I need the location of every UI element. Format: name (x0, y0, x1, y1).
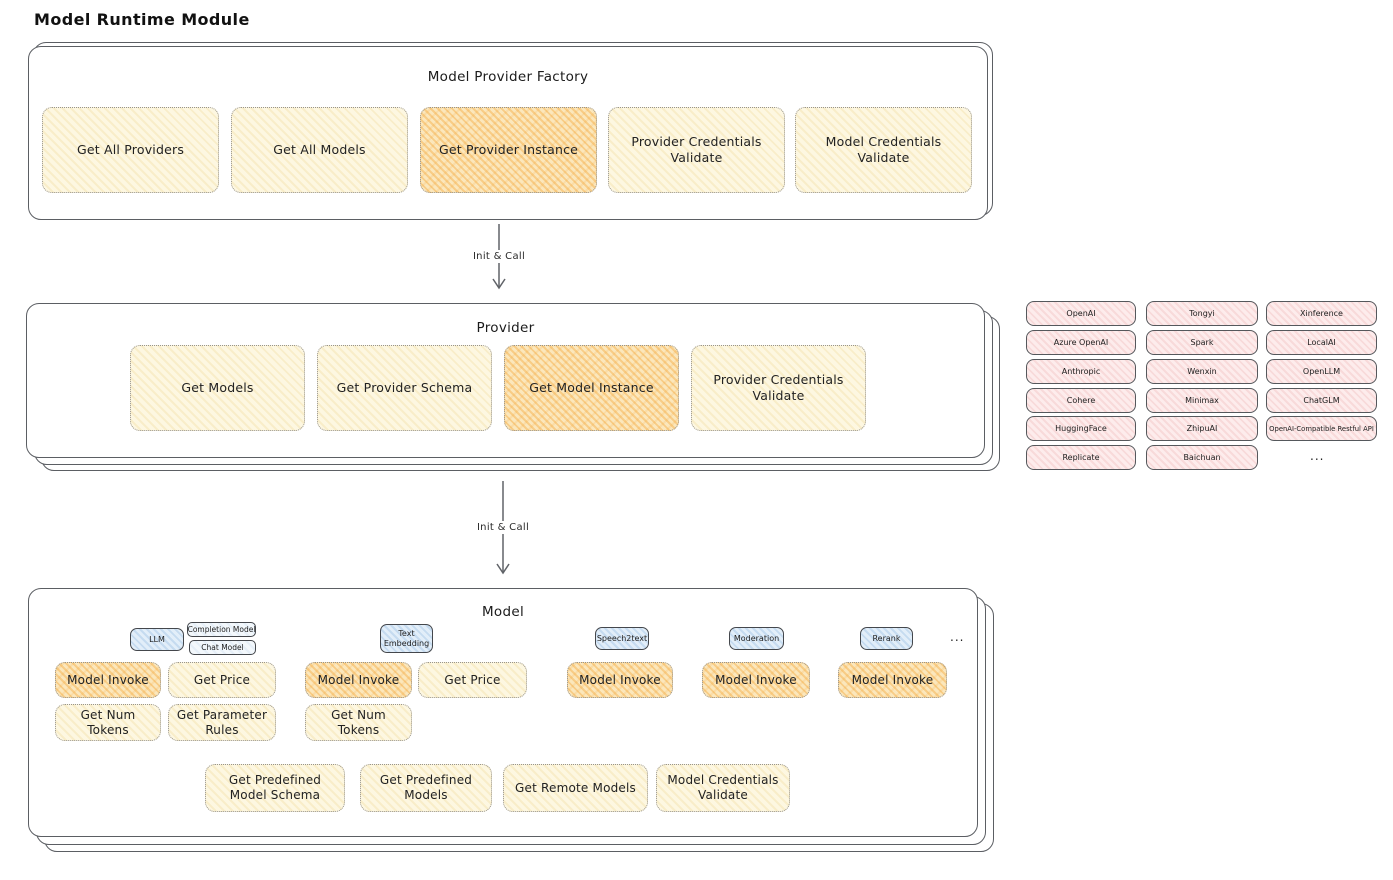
node-speech2text-model-invoke: Model Invoke (567, 662, 673, 698)
provider-chip: HuggingFace (1026, 416, 1136, 441)
provider-chip: Minimax (1146, 388, 1258, 413)
provider-title: Provider (476, 320, 535, 336)
arrow-label-init-call-1: Init & Call (468, 250, 530, 263)
provider-chip: Replicate (1026, 445, 1136, 470)
arrow-label-init-call-2: Init & Call (472, 521, 534, 534)
node-moderation-model-invoke: Model Invoke (702, 662, 810, 698)
node-llm-get-num-tokens: Get Num Tokens (55, 704, 161, 741)
factory-title: Model Provider Factory (427, 69, 589, 85)
node-llm-get-price: Get Price (168, 662, 276, 698)
tab-completion-model: Completion Model (187, 622, 256, 637)
provider-chip: OpenAI (1026, 301, 1136, 326)
provider-chip: Azure OpenAI (1026, 330, 1136, 355)
node-get-provider-instance: Get Provider Instance (420, 107, 597, 193)
provider-list-ellipsis: ... (1310, 449, 1325, 463)
node-get-remote-models: Get Remote Models (503, 764, 648, 812)
node-embedding-get-num-tokens: Get Num Tokens (305, 704, 412, 741)
page-title: Model Runtime Module (34, 10, 250, 29)
node-get-predefined-model-schema: Get Predefined Model Schema (205, 764, 345, 812)
node-embedding-model-invoke: Model Invoke (305, 662, 412, 698)
tab-speech2text: Speech2text (595, 627, 649, 650)
node-get-models: Get Models (130, 345, 305, 431)
provider-chip: ZhipuAI (1146, 416, 1258, 441)
tab-moderation: Moderation (729, 627, 784, 650)
node-provider-credentials-validate: Provider Credentials Validate (608, 107, 785, 193)
node-get-all-models: Get All Models (231, 107, 408, 193)
provider-chip: Baichuan (1146, 445, 1258, 470)
tab-rerank: Rerank (860, 627, 913, 650)
provider-chip: OpenLLM (1266, 359, 1377, 384)
node-model-credentials-validate-2: Model Credentials Validate (656, 764, 790, 812)
provider-chip: Anthropic (1026, 359, 1136, 384)
provider-chip: LocalAI (1266, 330, 1377, 355)
node-model-credentials-validate: Model Credentials Validate (795, 107, 972, 193)
node-llm-get-parameter-rules: Get Parameter Rules (168, 704, 276, 741)
provider-chip: Xinference (1266, 301, 1377, 326)
node-get-predefined-models: Get Predefined Models (360, 764, 492, 812)
provider-chip: Cohere (1026, 388, 1136, 413)
provider-chip: Wenxin (1146, 359, 1258, 384)
model-title: Model (481, 604, 525, 620)
tab-llm: LLM (130, 628, 184, 651)
node-get-provider-schema: Get Provider Schema (317, 345, 492, 431)
node-get-all-providers: Get All Providers (42, 107, 219, 193)
provider-chip: Tongyi (1146, 301, 1258, 326)
provider-chip: OpenAI-Compatible Restful API (1266, 416, 1377, 441)
tab-text-embedding: Text Embedding (380, 624, 433, 653)
node-llm-model-invoke: Model Invoke (55, 662, 161, 698)
node-rerank-model-invoke: Model Invoke (838, 662, 947, 698)
provider-chip: Spark (1146, 330, 1258, 355)
node-embedding-get-price: Get Price (418, 662, 527, 698)
tab-chat-model: Chat Model (189, 640, 256, 655)
node-get-model-instance: Get Model Instance (504, 345, 679, 431)
model-tabs-ellipsis: ... (950, 630, 965, 644)
provider-chip: ChatGLM (1266, 388, 1377, 413)
node-provider-credentials-validate-2: Provider Credentials Validate (691, 345, 866, 431)
